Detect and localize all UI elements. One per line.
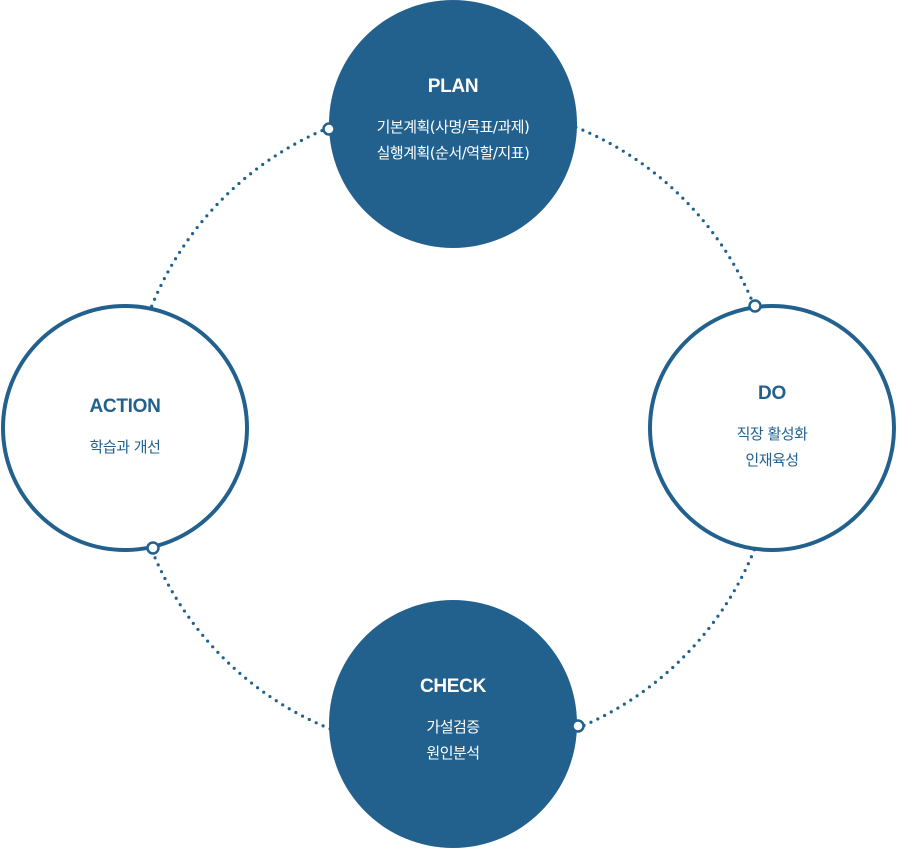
plan-line-1: 기본계획(사명/목표/과제) [376,118,530,136]
do-title: DO [758,383,786,404]
do-line-2: 인재육성 [745,451,799,469]
check-title: CHECK [419,676,487,697]
check-node: CHECK 가설검증 원인분석 [329,600,577,848]
do-node: DO 직장 활성화 인재육성 [648,304,896,552]
plan-title: PLAN [427,76,479,97]
check-line-2: 원인분석 [426,744,480,762]
action-node: ACTION 학습과 개선 [1,304,249,552]
plan-node: PLAN 기본계획(사명/목표/과제) 실행계획(순서/역할/지표) [329,0,577,248]
action-title: ACTION [89,396,161,417]
do-line-1: 직장 활성화 [736,425,808,443]
plan-line-2: 실행계획(순서/역할/지표) [376,144,530,162]
connector-do-check [329,548,756,755]
connector-action-plan [150,125,333,308]
check-line-1: 가설검증 [426,718,480,736]
action-line-1: 학습과 개선 [89,438,161,456]
